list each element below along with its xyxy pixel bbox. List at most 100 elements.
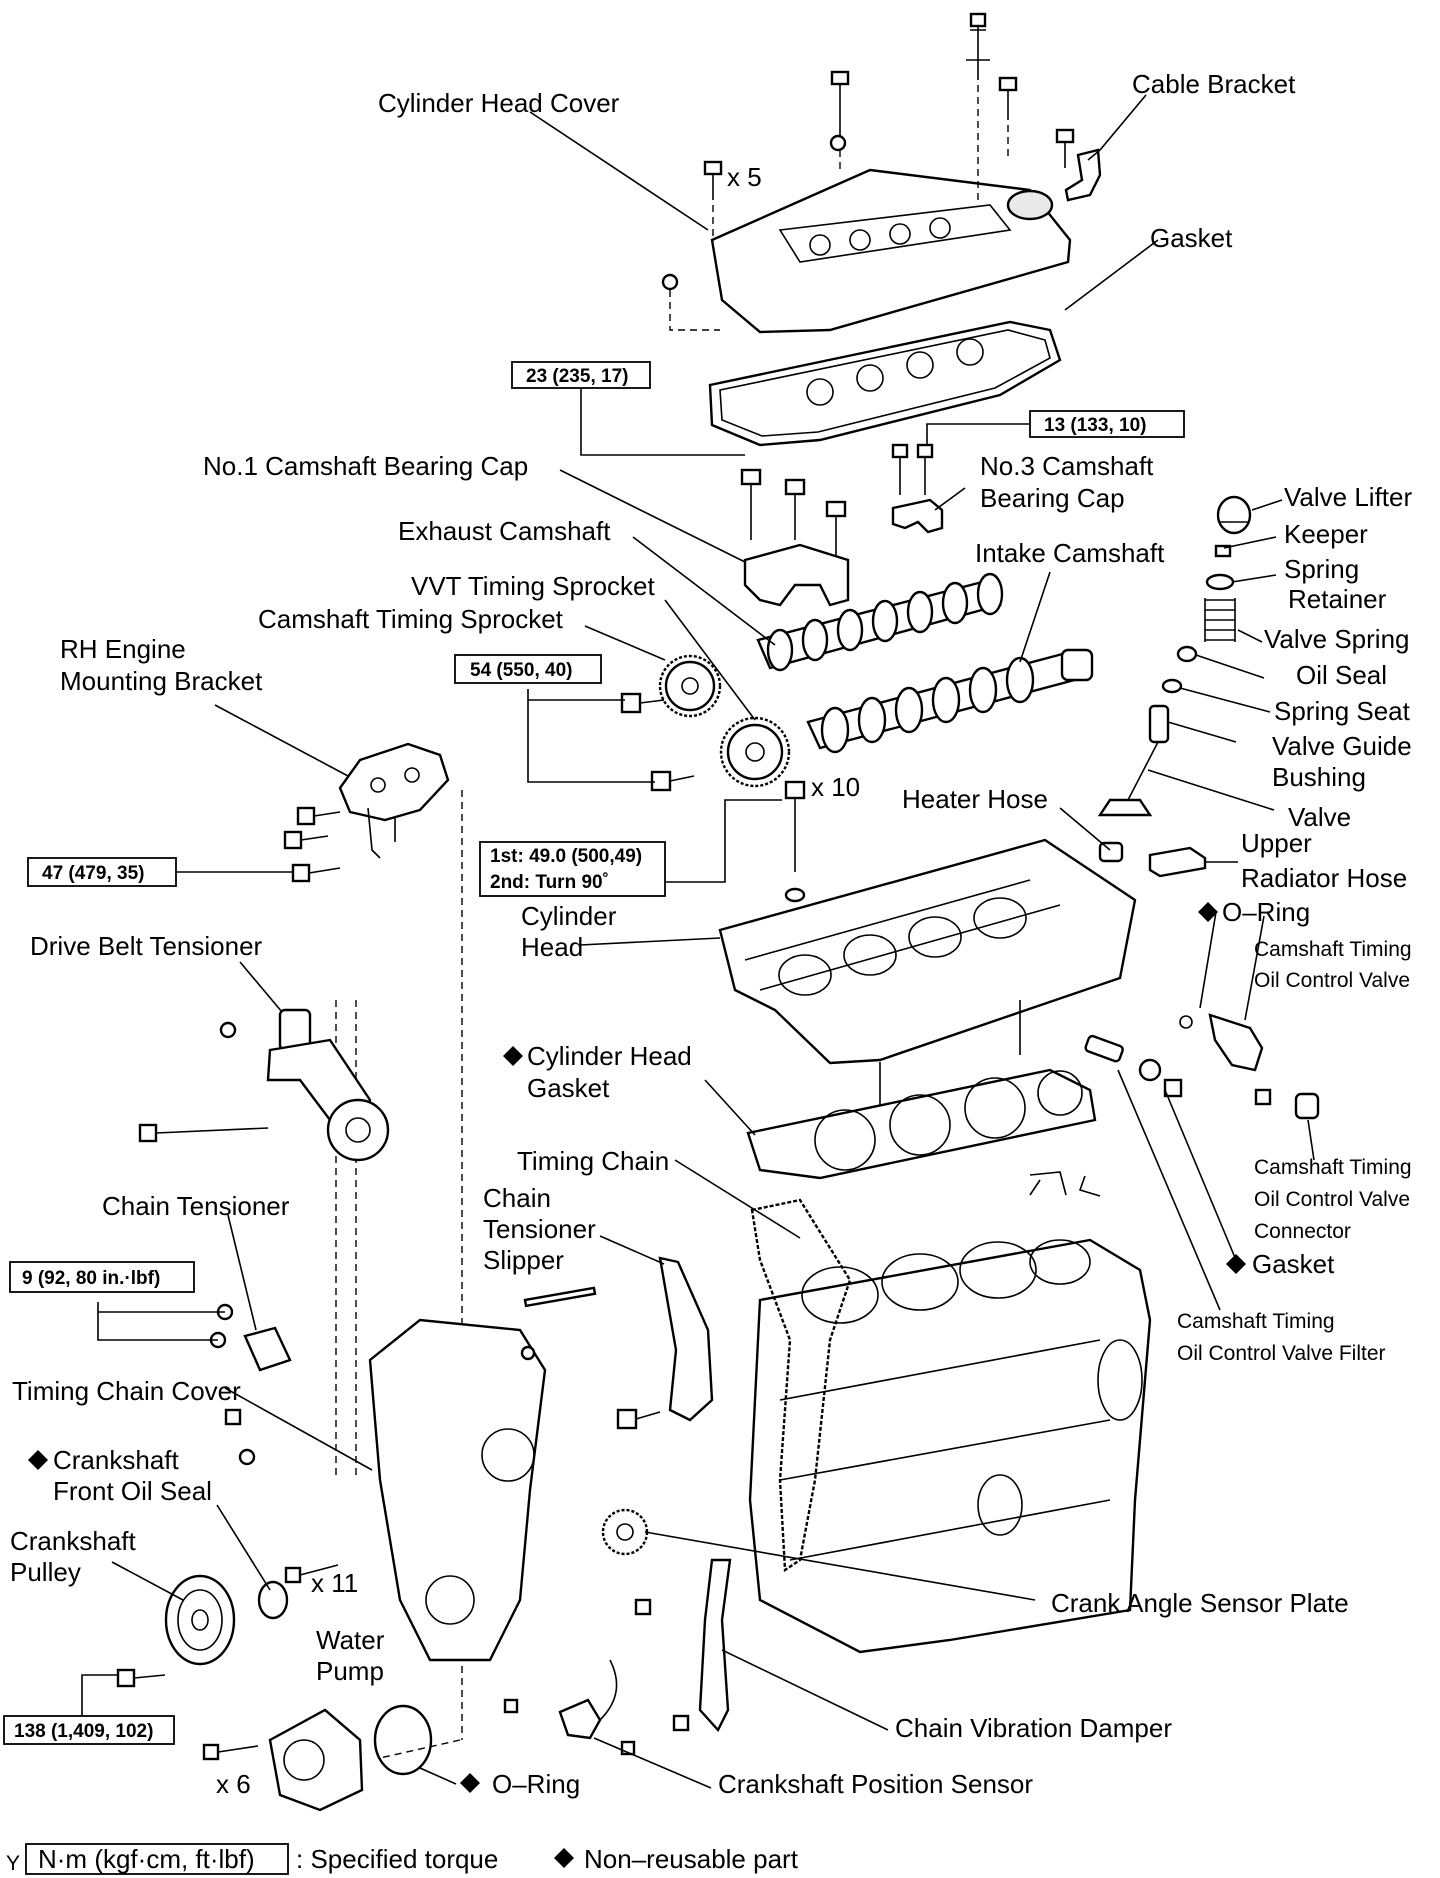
label-o-ring-right: O–Ring [1222, 897, 1310, 927]
label-no3-camshaft-1: No.3 Camshaft [980, 451, 1154, 481]
label-exhaust-camshaft: Exhaust Camshaft [398, 516, 611, 546]
torque-47: 47 (479, 35) [42, 863, 144, 884]
legend-corner-mark: Y [6, 1852, 20, 1875]
label-crank-oil-seal-2: Front Oil Seal [53, 1476, 212, 1506]
label-no1-camshaft-bearing-cap: No.1 Camshaft Bearing Cap [203, 451, 528, 481]
hose-fittings [1098, 841, 1320, 1120]
cover-gasket-part [708, 320, 1062, 447]
label-ocv-connector-2: Oil Control Valve [1254, 1188, 1410, 1211]
label-upper-radiator-hose-2: Radiator Hose [1241, 863, 1407, 893]
crankshaft-position-sensor-part [503, 1659, 636, 1756]
cylinder-head-bolt-part [784, 780, 806, 903]
label-spring-seat: Spring Seat [1274, 696, 1411, 726]
label-chain-tensioner: Chain Tensioner [102, 1191, 290, 1221]
vvt-timing-sprocket-part [719, 716, 791, 788]
engine-block-part [748, 1238, 1152, 1654]
diamond-icon [28, 1450, 48, 1470]
diamond-icon [460, 1773, 480, 1793]
ocv-filter-parts [1029, 1034, 1183, 1197]
label-heater-hose: Heater Hose [902, 784, 1048, 814]
legend-specified-torque: : Specified torque [296, 1844, 498, 1874]
label-timing-chain-cover: Timing Chain Cover [12, 1376, 241, 1406]
label-spring-retainer-1: Spring [1284, 554, 1359, 584]
label-ocv-filter-2: Oil Control Valve Filter [1177, 1342, 1386, 1365]
cylinder-head-part [718, 838, 1137, 1120]
legend: Y N·m (kgf·cm, ft·lbf) : Specified torqu… [6, 1843, 799, 1875]
torque-head-2: 2nd: Turn 90˚ [490, 872, 609, 893]
label-slipper-2: Tensioner [483, 1214, 596, 1244]
label-x6: x 6 [216, 1769, 251, 1799]
label-crank-pulley-2: Pulley [10, 1557, 81, 1587]
cable-bracket-part [1064, 148, 1102, 202]
label-water-pump-2: Pump [316, 1656, 384, 1686]
torque-box-23 [511, 361, 651, 389]
chain-vibration-damper-part [634, 1558, 732, 1733]
label-crankshaft-position-sensor: Crankshaft Position Sensor [718, 1769, 1033, 1799]
torque-box-13 [1029, 410, 1185, 438]
cylinder-head-cover-part [710, 168, 1072, 334]
label-x10: x 10 [811, 772, 860, 802]
label-crank-oil-seal-1: Crankshaft [53, 1445, 179, 1475]
label-drive-belt-tensioner: Drive Belt Tensioner [30, 931, 263, 961]
label-ocv-2: Oil Control Valve [1254, 969, 1410, 992]
torque-box-54 [454, 654, 602, 684]
torque-9: 9 (92, 80 in.·lbf) [22, 1268, 160, 1289]
diamond-icon [503, 1046, 523, 1066]
valve-train-parts [1097, 495, 1252, 817]
label-water-pump-1: Water [316, 1625, 385, 1655]
torque-box-138 [3, 1715, 175, 1745]
label-chain-vibration-damper: Chain Vibration Damper [895, 1713, 1172, 1743]
label-ocv-connector-1: Camshaft Timing [1254, 1156, 1412, 1179]
label-slipper-1: Chain [483, 1183, 551, 1213]
label-cylinder-head-1: Cylinder [521, 901, 617, 931]
label-slipper-3: Slipper [483, 1245, 564, 1275]
torque-head-1: 1st: 49.0 (500,49) [490, 846, 642, 867]
chain-tensioner-part [209, 1286, 597, 1372]
label-head-gasket-2: Gasket [527, 1073, 610, 1103]
drive-belt-tensioner-part [138, 1008, 390, 1162]
label-camshaft-timing-sprocket: Camshaft Timing Sprocket [258, 604, 564, 634]
label-keeper: Keeper [1284, 519, 1368, 549]
torque-54: 54 (550, 40) [470, 660, 572, 681]
label-no3-camshaft-2: Bearing Cap [980, 483, 1125, 513]
torque-13: 13 (133, 10) [1044, 415, 1146, 436]
camshaft-timing-sprocket-part [658, 654, 722, 718]
label-cylinder-head-2: Head [521, 932, 583, 962]
label-ocv-1: Camshaft Timing [1254, 938, 1412, 961]
label-ocv-connector-3: Connector [1254, 1220, 1351, 1243]
label-valve-spring: Valve Spring [1264, 624, 1410, 654]
label-valve-guide-1: Valve Guide [1272, 731, 1412, 761]
torque-138: 138 (1,409, 102) [14, 1721, 153, 1742]
label-gasket-top: Gasket [1150, 223, 1233, 253]
timing-chain-cover-part [368, 1318, 547, 1662]
diamond-icon [554, 1848, 574, 1868]
diamond-icon [1226, 1254, 1246, 1274]
label-crank-angle-sensor-plate: Crank Angle Sensor Plate [1051, 1588, 1349, 1618]
exhaust-camshaft-part [756, 572, 1004, 672]
torque-box-9 [9, 1261, 195, 1293]
label-ocv-filter-1: Camshaft Timing [1177, 1310, 1335, 1333]
intake-camshaft-part [806, 648, 1094, 754]
label-gasket-right: Gasket [1252, 1249, 1335, 1279]
chain-tensioner-slipper-part [616, 1256, 714, 1430]
label-rh-bracket-1: RH Engine [60, 634, 186, 664]
label-valve-lifter: Valve Lifter [1284, 482, 1412, 512]
label-crank-pulley-1: Crankshaft [10, 1526, 136, 1556]
label-o-ring-bottom: O–Ring [492, 1769, 580, 1799]
legend-unit-text: N·m (kgf·cm, ft·lbf) [38, 1844, 255, 1874]
label-cable-bracket: Cable Bracket [1132, 69, 1296, 99]
legend-unit-box [25, 1843, 289, 1875]
sprocket-bolts [620, 692, 695, 792]
torque-box-head-bolt [479, 841, 666, 897]
label-spring-retainer-2: Retainer [1288, 584, 1387, 614]
label-vvt-timing-sprocket: VVT Timing Sprocket [411, 571, 656, 601]
label-x5: x 5 [727, 162, 762, 192]
label-oil-seal: Oil Seal [1296, 660, 1387, 690]
label-cylinder-head-cover: Cylinder Head Cover [378, 88, 620, 118]
diamond-icon [1198, 902, 1218, 922]
legend-non-reusable: Non–reusable part [584, 1844, 799, 1874]
torque-23: 23 (235, 17) [526, 366, 628, 387]
label-intake-camshaft: Intake Camshaft [975, 538, 1165, 568]
